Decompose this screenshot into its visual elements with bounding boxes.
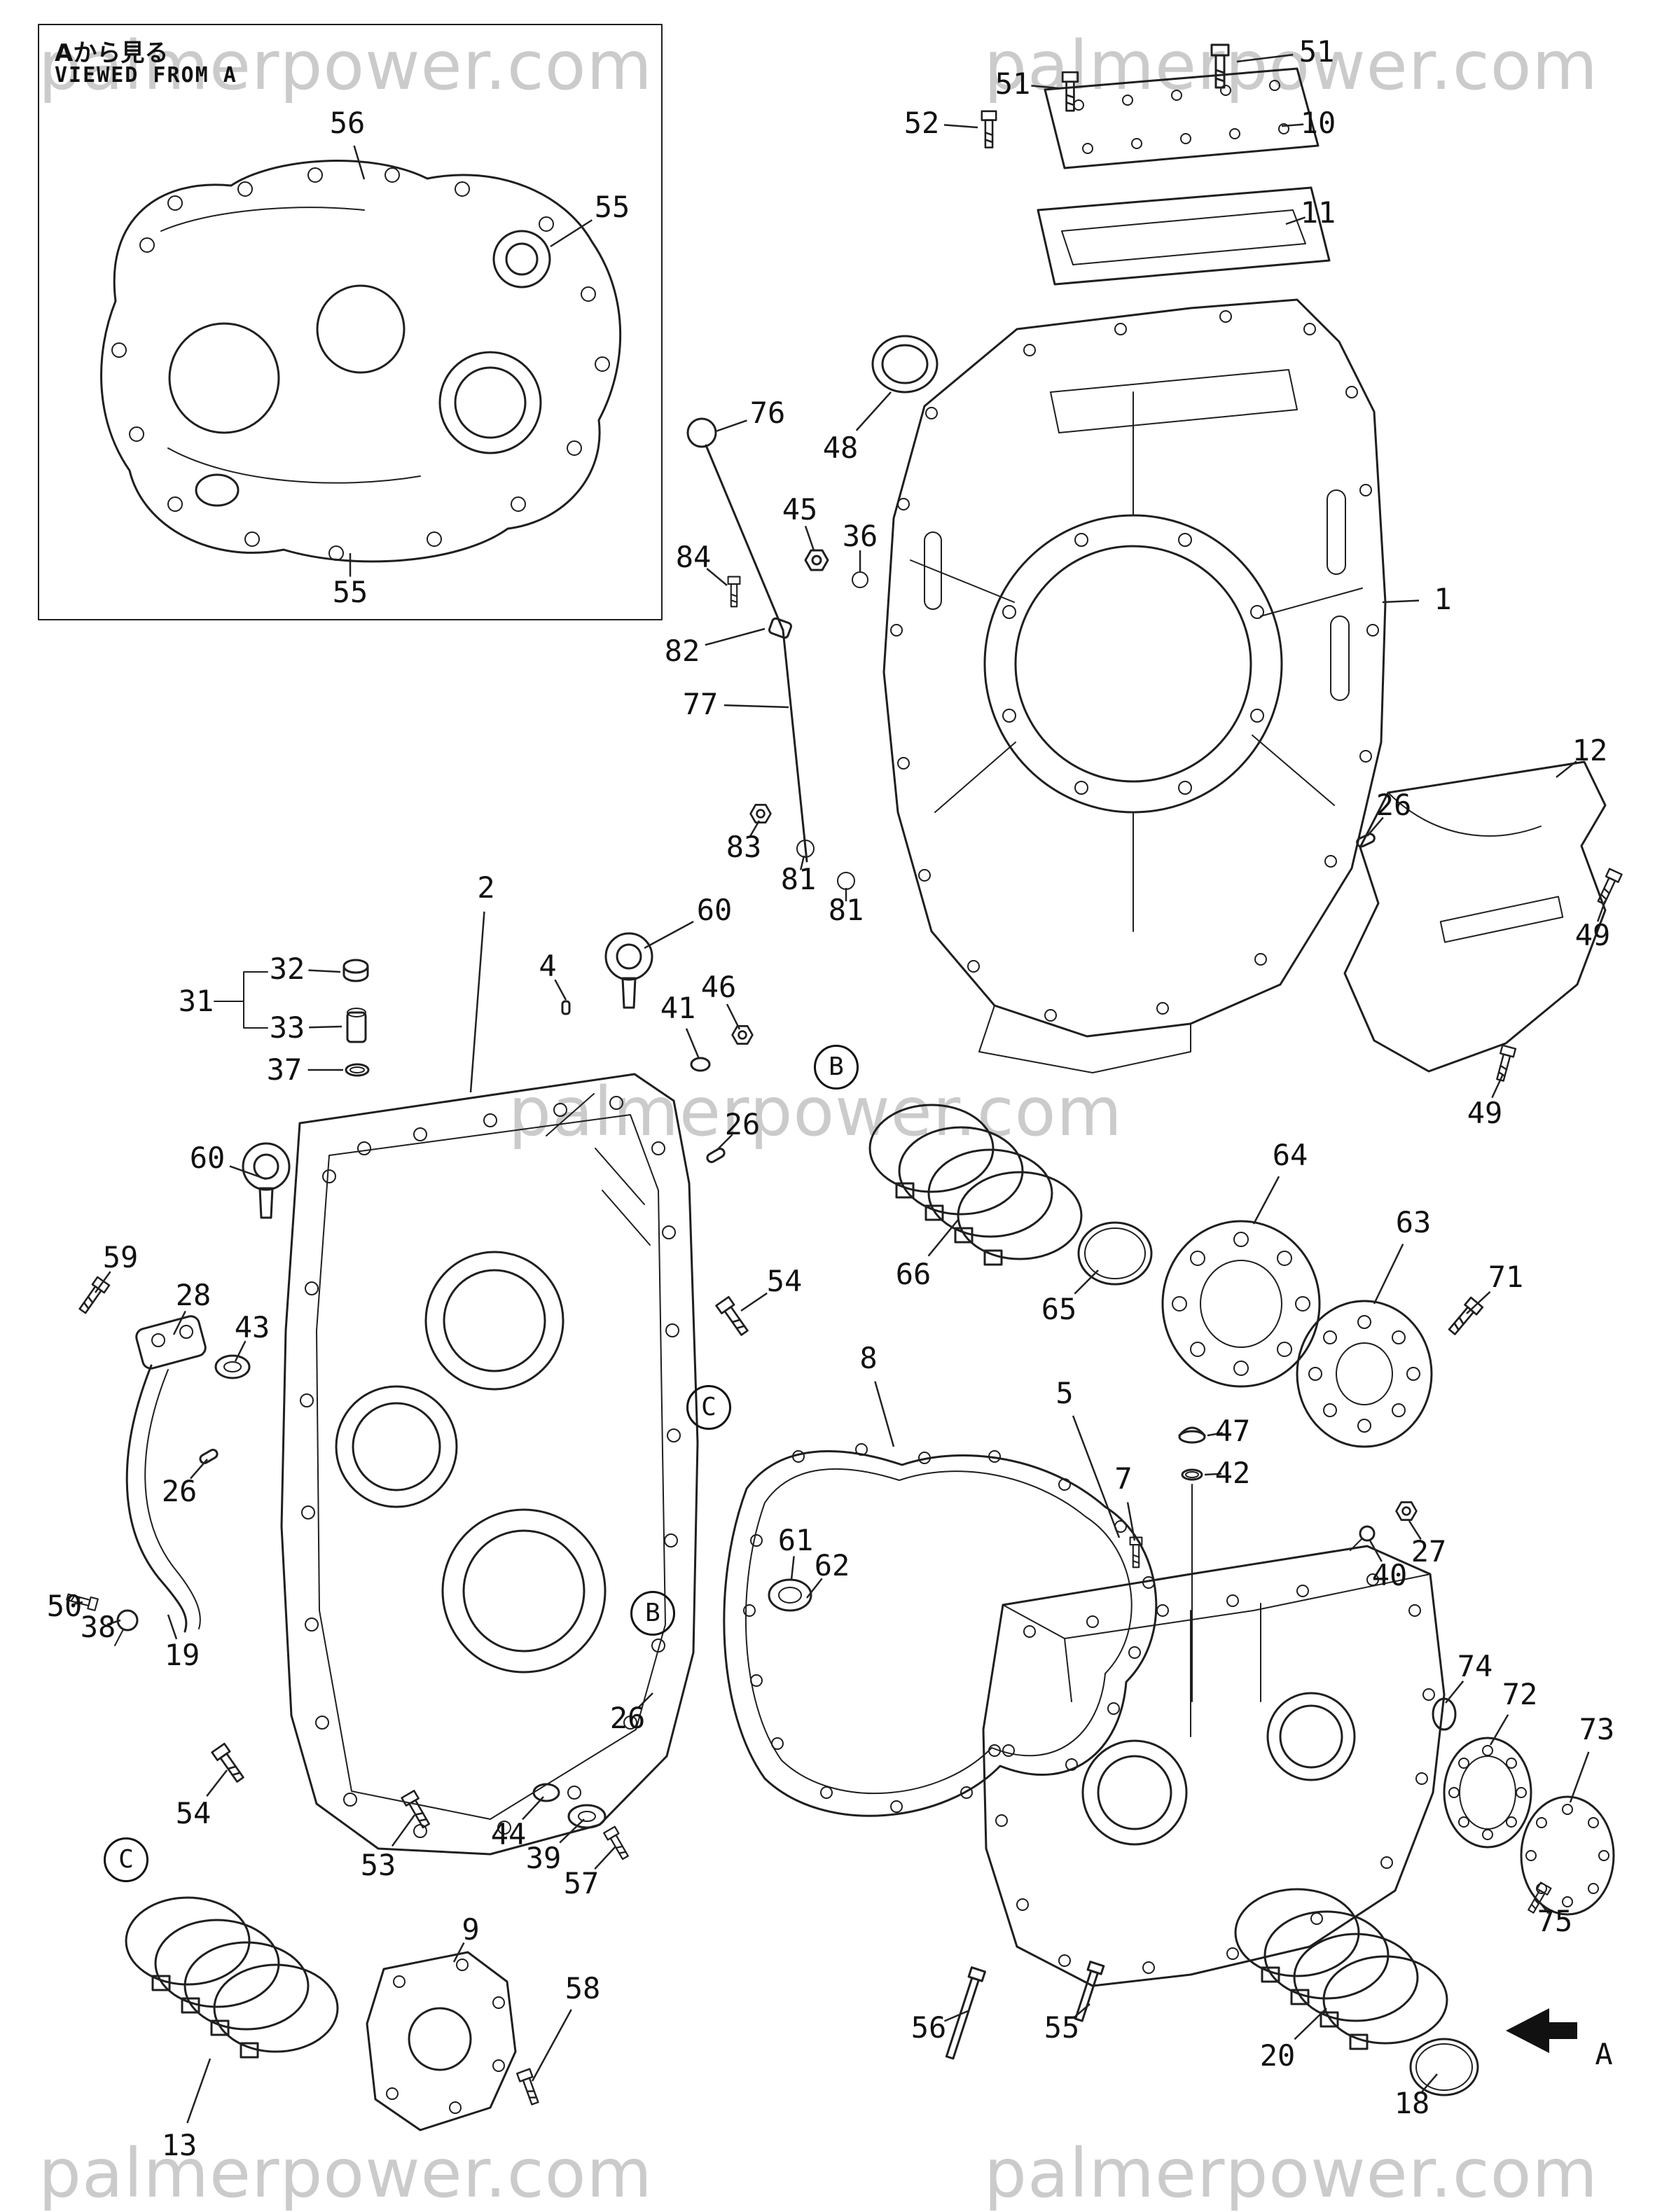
callout-46: 46 (700, 970, 737, 1004)
callout-38: 38 (80, 1610, 116, 1644)
callout-50: 50 (46, 1589, 83, 1623)
callout-57: 57 (563, 1866, 600, 1900)
callout-11: 11 (1300, 195, 1336, 230)
callout-58: 58 (565, 1971, 601, 2005)
callout-32: 32 (269, 952, 305, 986)
watermark-text: palmerpower.com (39, 2134, 653, 2212)
callout-84: 84 (675, 540, 712, 574)
watermark-text: palmerpower.com (984, 2134, 1598, 2212)
callout-13: 13 (161, 2128, 198, 2162)
callout-60: 60 (189, 1141, 226, 1175)
callout-37: 37 (266, 1052, 303, 1087)
callout-62: 62 (814, 1548, 850, 1583)
callout-43: 43 (234, 1310, 270, 1344)
callout-10: 10 (1300, 106, 1336, 140)
callout-65: 65 (1041, 1292, 1077, 1326)
callout-4: 4 (539, 949, 557, 983)
callout-54: 54 (175, 1796, 212, 1830)
callout-39: 39 (525, 1841, 562, 1875)
callout-19: 19 (164, 1638, 200, 1672)
callout-41: 41 (660, 991, 696, 1025)
callout-33: 33 (269, 1010, 305, 1045)
section-marker-B: B (814, 1045, 859, 1090)
section-marker-B: B (630, 1591, 675, 1636)
callout-40: 40 (1371, 1558, 1408, 1592)
inset-title-japanese: Aから見る (55, 39, 169, 67)
callout-74: 74 (1457, 1649, 1493, 1683)
callout-36: 36 (842, 519, 878, 553)
callout-56: 56 (910, 2010, 947, 2045)
callout-54: 54 (766, 1264, 803, 1298)
callout-26: 26 (609, 1701, 646, 1735)
callout-48: 48 (822, 431, 859, 465)
callout-71: 71 (1488, 1260, 1524, 1294)
callout-20: 20 (1259, 2038, 1296, 2073)
callout-31: 31 (178, 984, 214, 1018)
callout-64: 64 (1272, 1138, 1308, 1172)
callout-83: 83 (726, 830, 762, 864)
callout-55: 55 (1044, 2010, 1080, 2045)
callout-81: 81 (780, 862, 817, 896)
callout-51: 51 (1298, 34, 1335, 69)
callout-27: 27 (1411, 1534, 1447, 1568)
callout-56: 56 (329, 106, 366, 140)
callout-1: 1 (1434, 582, 1452, 616)
inset-title-english: VIEWED FROM A (55, 63, 237, 88)
section-marker-C: C (104, 1837, 148, 1882)
callout-44: 44 (490, 1817, 527, 1851)
callout-82: 82 (664, 634, 700, 668)
callout-5: 5 (1055, 1376, 1074, 1410)
callout-77: 77 (682, 687, 719, 721)
callout-42: 42 (1214, 1456, 1251, 1490)
callout-75: 75 (1537, 1904, 1573, 1938)
callout-73: 73 (1579, 1712, 1615, 1746)
callout-28: 28 (175, 1278, 212, 1312)
callout-26: 26 (724, 1107, 761, 1141)
callout-49: 49 (1467, 1096, 1503, 1130)
callout-A: A (1595, 2037, 1613, 2071)
section-marker-C: C (686, 1385, 731, 1430)
callout-60: 60 (696, 893, 733, 927)
callout-53: 53 (360, 1848, 396, 1882)
callout-66: 66 (895, 1257, 932, 1291)
callout-76: 76 (749, 396, 786, 430)
callout-81: 81 (828, 893, 864, 927)
callout-45: 45 (782, 492, 818, 527)
callout-61: 61 (777, 1523, 814, 1557)
callout-9: 9 (462, 1912, 480, 1947)
callout-59: 59 (102, 1240, 139, 1274)
callout-55: 55 (332, 575, 368, 609)
callout-47: 47 (1214, 1414, 1251, 1448)
callout-72: 72 (1502, 1677, 1538, 1711)
callout-26: 26 (161, 1474, 198, 1508)
callout-26: 26 (1376, 788, 1412, 822)
callout-51: 51 (995, 67, 1031, 101)
callout-52: 52 (903, 106, 940, 140)
callout-8: 8 (859, 1341, 878, 1375)
callout-55: 55 (594, 190, 630, 224)
callout-18: 18 (1394, 2086, 1430, 2120)
callout-2: 2 (477, 870, 495, 905)
callout-63: 63 (1395, 1205, 1432, 1239)
callout-7: 7 (1114, 1461, 1133, 1496)
callout-49: 49 (1574, 918, 1611, 952)
callout-12: 12 (1572, 733, 1608, 767)
